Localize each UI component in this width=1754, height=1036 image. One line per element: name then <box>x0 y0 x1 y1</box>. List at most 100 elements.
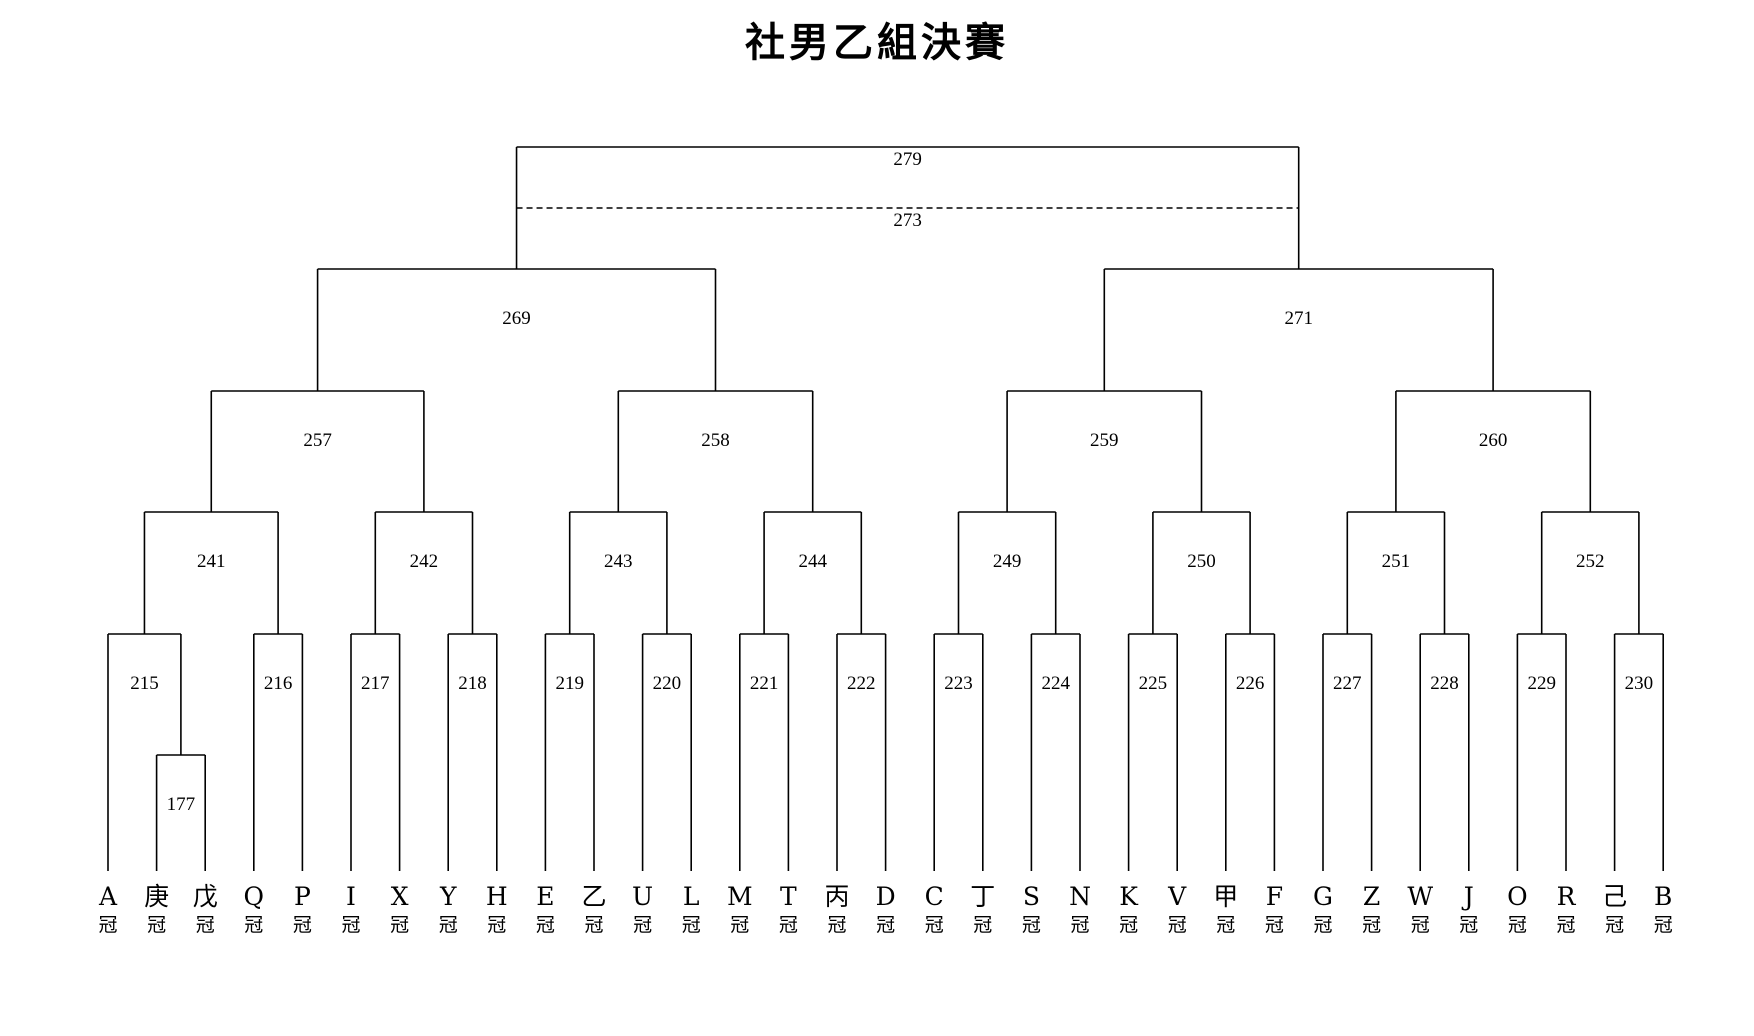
team-suffix: 冠 <box>1411 914 1430 936</box>
team-suffix: 冠 <box>341 914 360 936</box>
match-number-257: 257 <box>303 430 332 451</box>
team-suffix: 冠 <box>730 914 749 936</box>
match-number-258: 258 <box>701 430 730 451</box>
team-label: V <box>1167 882 1187 911</box>
match-number-220: 220 <box>653 673 682 694</box>
match-number-221: 221 <box>750 673 779 694</box>
match-number-177: 177 <box>167 794 196 815</box>
match-number-223: 223 <box>944 673 973 694</box>
match-number-229: 229 <box>1527 673 1556 694</box>
match-number-218: 218 <box>458 673 487 694</box>
team-suffix: 冠 <box>1265 914 1284 936</box>
team-suffix: 冠 <box>1605 914 1624 936</box>
match-number-225: 225 <box>1139 673 1168 694</box>
team-suffix: 冠 <box>536 914 555 936</box>
match-number-final: 279 <box>893 149 922 170</box>
team-suffix: 冠 <box>1022 914 1041 936</box>
team-suffix: 冠 <box>584 914 603 936</box>
team-suffix: 冠 <box>779 914 798 936</box>
match-number-252: 252 <box>1576 551 1605 572</box>
team-label: H <box>486 882 508 911</box>
team-label: T <box>780 882 797 911</box>
team-label: N <box>1069 882 1091 911</box>
team-suffix: 冠 <box>633 914 652 936</box>
page-title: 社男乙組決賽 <box>745 19 1009 66</box>
team-suffix: 冠 <box>439 914 458 936</box>
team-suffix: 冠 <box>147 914 166 936</box>
match-number-249: 249 <box>993 551 1022 572</box>
match-number-244: 244 <box>798 551 827 572</box>
team-label: 己 <box>1602 882 1627 911</box>
match-number-224: 224 <box>1041 673 1070 694</box>
team-label: B <box>1654 882 1672 911</box>
team-label: P <box>294 882 311 911</box>
match-number-251: 251 <box>1382 551 1411 572</box>
team-suffix: 冠 <box>390 914 409 936</box>
match-number-250: 250 <box>1187 551 1216 572</box>
team-label: 甲 <box>1213 882 1238 911</box>
team-suffix: 冠 <box>196 914 215 936</box>
team-label: F <box>1266 882 1283 911</box>
team-label: A <box>98 882 118 911</box>
team-suffix: 冠 <box>876 914 895 936</box>
match-number-260: 260 <box>1479 430 1508 451</box>
team-label: E <box>536 882 554 911</box>
team-label: O <box>1507 882 1528 911</box>
team-label: U <box>632 882 653 911</box>
match-number-269: 269 <box>502 308 531 329</box>
team-label: 丁 <box>970 882 995 911</box>
team-label: K <box>1119 882 1139 911</box>
team-suffix: 冠 <box>973 914 992 936</box>
match-number-217: 217 <box>361 673 390 694</box>
team-suffix: 冠 <box>1459 914 1478 936</box>
team-suffix: 冠 <box>1168 914 1187 936</box>
match-number-259: 259 <box>1090 430 1119 451</box>
match-number-219: 219 <box>555 673 584 694</box>
team-suffix: 冠 <box>682 914 701 936</box>
team-label: X <box>391 882 409 911</box>
team-label: J <box>1461 882 1474 911</box>
match-number-271: 271 <box>1284 308 1313 329</box>
team-label: S <box>1023 882 1040 911</box>
team-label: Y <box>439 882 457 911</box>
team-suffix: 冠 <box>1313 914 1332 936</box>
match-number-242: 242 <box>410 551 439 572</box>
team-suffix: 冠 <box>1362 914 1381 936</box>
team-label: M <box>727 882 753 911</box>
team-label: 庚 <box>144 882 169 911</box>
team-suffix: 冠 <box>1508 914 1527 936</box>
match-number-215: 215 <box>130 673 159 694</box>
team-suffix: 冠 <box>1119 914 1138 936</box>
team-label: I <box>346 882 356 911</box>
team-label: W <box>1407 882 1433 911</box>
team-suffix: 冠 <box>925 914 944 936</box>
match-number-216: 216 <box>264 673 293 694</box>
match-number-226: 226 <box>1236 673 1265 694</box>
team-label: 戊 <box>193 882 218 911</box>
team-label: R <box>1557 882 1577 911</box>
team-label: 乙 <box>581 882 606 911</box>
match-number-222: 222 <box>847 673 876 694</box>
team-label: G <box>1313 882 1333 911</box>
team-label: Q <box>244 882 265 911</box>
match-number-227: 227 <box>1333 673 1362 694</box>
match-number-third-place: 273 <box>893 210 922 231</box>
team-suffix: 冠 <box>98 914 117 936</box>
team-suffix: 冠 <box>487 914 506 936</box>
match-number-241: 241 <box>197 551 226 572</box>
team-label: Z <box>1363 882 1380 911</box>
match-number-228: 228 <box>1430 673 1459 694</box>
team-suffix: 冠 <box>1216 914 1235 936</box>
team-label: D <box>876 882 896 911</box>
team-label: 丙 <box>824 882 849 911</box>
team-suffix: 冠 <box>1654 914 1673 936</box>
team-label: L <box>683 882 700 911</box>
team-suffix: 冠 <box>244 914 263 936</box>
team-suffix: 冠 <box>293 914 312 936</box>
team-suffix: 冠 <box>1556 914 1575 936</box>
match-number-243: 243 <box>604 551 633 572</box>
team-label: C <box>925 882 944 911</box>
team-suffix: 冠 <box>1070 914 1089 936</box>
match-number-230: 230 <box>1625 673 1654 694</box>
